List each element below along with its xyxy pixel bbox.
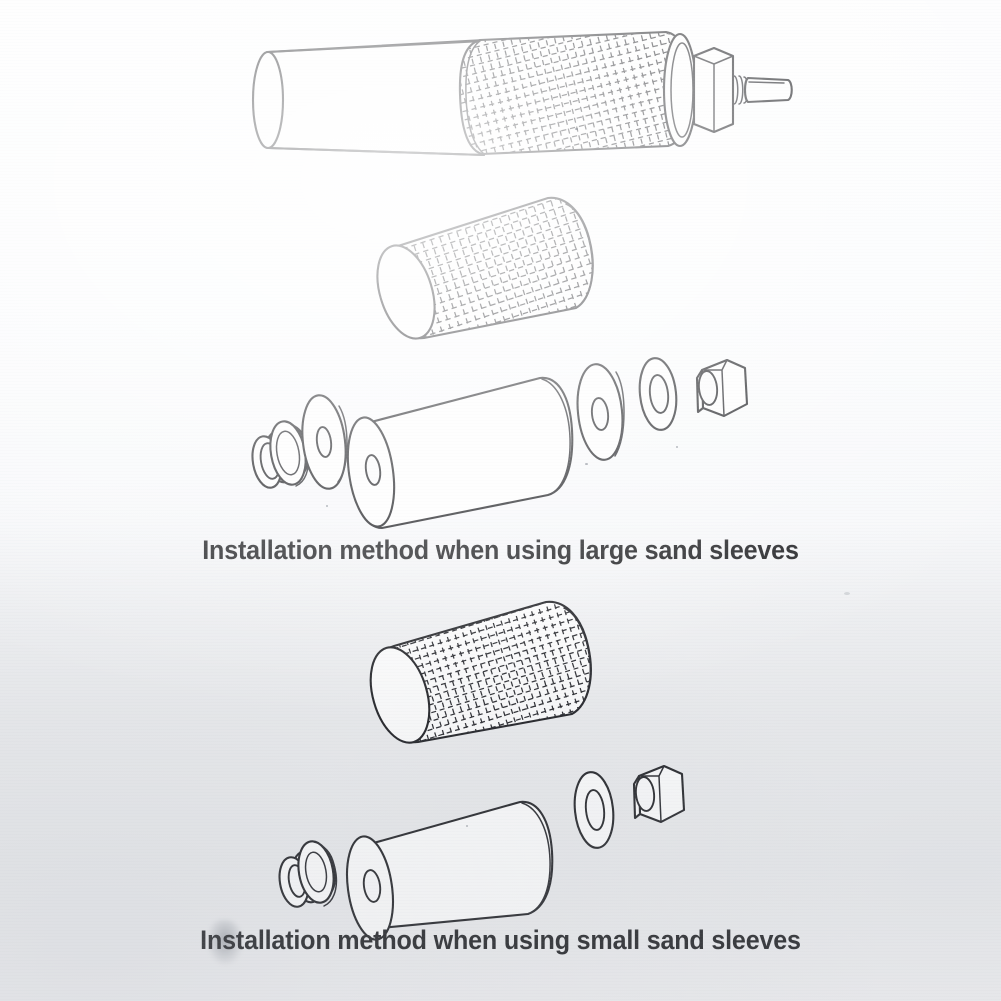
caption-large-sleeves: Installation method when using large san… [202, 535, 799, 565]
scan-speck [844, 592, 850, 595]
part-small-washer [573, 771, 615, 849]
figure-assembled-drum [228, 14, 798, 189]
figure-large-sand-sleeve [352, 190, 622, 350]
part-stepped-bushing [251, 420, 310, 489]
figure-small-sand-sleeve [348, 592, 618, 752]
part-small-washer [638, 357, 678, 431]
part-large-washer-2 [576, 363, 625, 461]
part-hex-nut [632, 764, 686, 824]
caption-small-sleeves: Installation method when using small san… [200, 925, 801, 955]
part-mandrel-body [346, 376, 574, 530]
figure-small-exploded-row [272, 748, 732, 941]
part-hex-nut [695, 358, 749, 418]
part-stepped-bushing [278, 840, 338, 908]
figure-large-exploded-row [240, 350, 760, 535]
part-mandrel-body [345, 800, 554, 941]
